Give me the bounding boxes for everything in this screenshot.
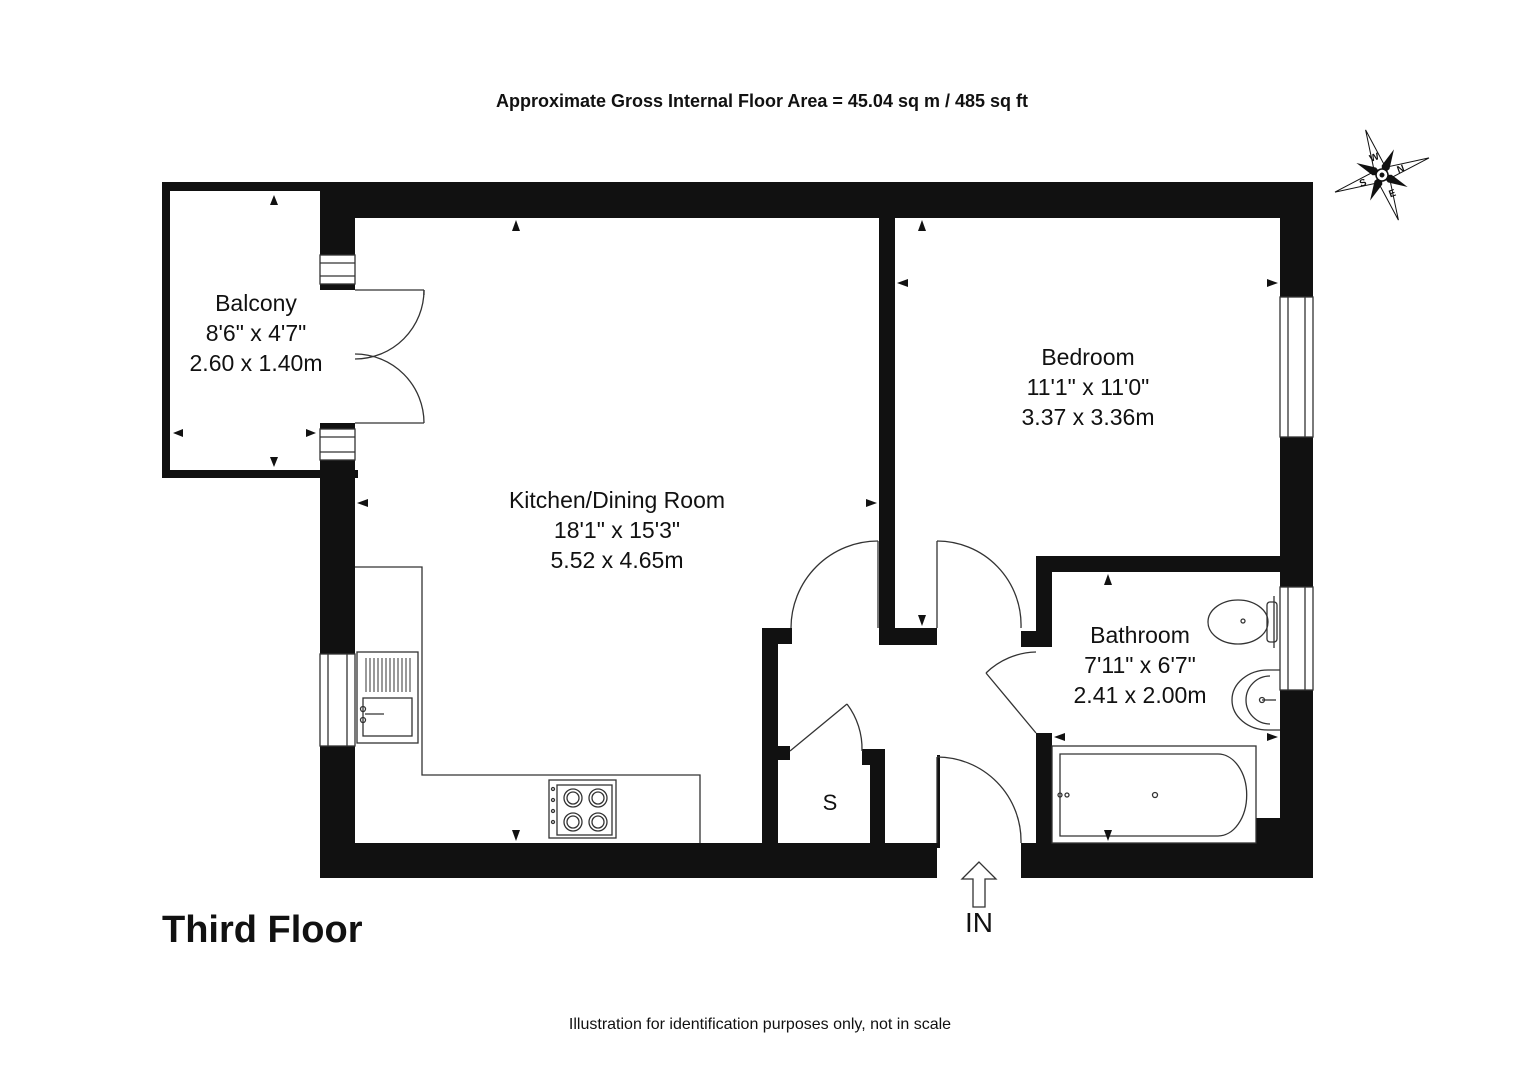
dimension-arrows — [173, 195, 1278, 841]
doors — [354, 289, 1037, 844]
room-bathroom: Bathroom 7'11" x 6'7" 2.41 x 2.00m — [1074, 622, 1207, 708]
bath-icon — [1051, 745, 1257, 844]
basin-icon — [1231, 669, 1280, 731]
room-kitchen: Kitchen/Dining Room 18'1" x 15'3" 5.52 x… — [509, 487, 725, 573]
hob-icon — [548, 779, 617, 839]
store-label: S — [823, 790, 838, 815]
floor-label: Third Floor — [162, 909, 363, 951]
kitchen-name: Kitchen/Dining Room — [509, 487, 725, 513]
room-bedroom: Bedroom 11'1" x 11'0" 3.37 x 3.36m — [1022, 344, 1155, 430]
compass-e-label: E — [1387, 188, 1397, 201]
compass-s-label: S — [1358, 177, 1368, 190]
bedroom-name: Bedroom — [1041, 344, 1134, 370]
balcony-name: Balcony — [215, 290, 297, 316]
compass-n-label: N — [1396, 163, 1407, 176]
kitchen-imperial: 18'1" x 15'3" — [554, 517, 680, 543]
bedroom-metric: 3.37 x 3.36m — [1022, 404, 1155, 430]
bathroom-imperial: 7'11" x 6'7" — [1084, 652, 1196, 678]
disclaimer: Illustration for identification purposes… — [569, 1016, 951, 1033]
bathroom-metric: 2.41 x 2.00m — [1074, 682, 1207, 708]
toilet-icon — [1207, 596, 1278, 648]
kitchen-units — [355, 566, 701, 843]
room-balcony: Balcony 8'6" x 4'7" 2.60 x 1.40m — [190, 290, 323, 376]
sink-icon — [356, 651, 419, 744]
bathroom-name: Bathroom — [1090, 622, 1190, 648]
balcony-imperial: 8'6" x 4'7" — [206, 320, 307, 346]
compass-icon: W N E S — [1334, 129, 1430, 221]
compass-w-label: W — [1368, 151, 1381, 165]
windows — [319, 254, 1314, 747]
bedroom-imperial: 11'1" x 11'0" — [1027, 374, 1150, 400]
balcony-metric: 2.60 x 1.40m — [190, 350, 323, 376]
walls — [162, 182, 1313, 878]
entrance-label: IN — [965, 907, 993, 938]
kitchen-metric: 5.52 x 4.65m — [551, 547, 684, 573]
entrance-arrow-icon — [960, 861, 998, 908]
floor-area-heading: Approximate Gross Internal Floor Area = … — [496, 91, 1028, 111]
